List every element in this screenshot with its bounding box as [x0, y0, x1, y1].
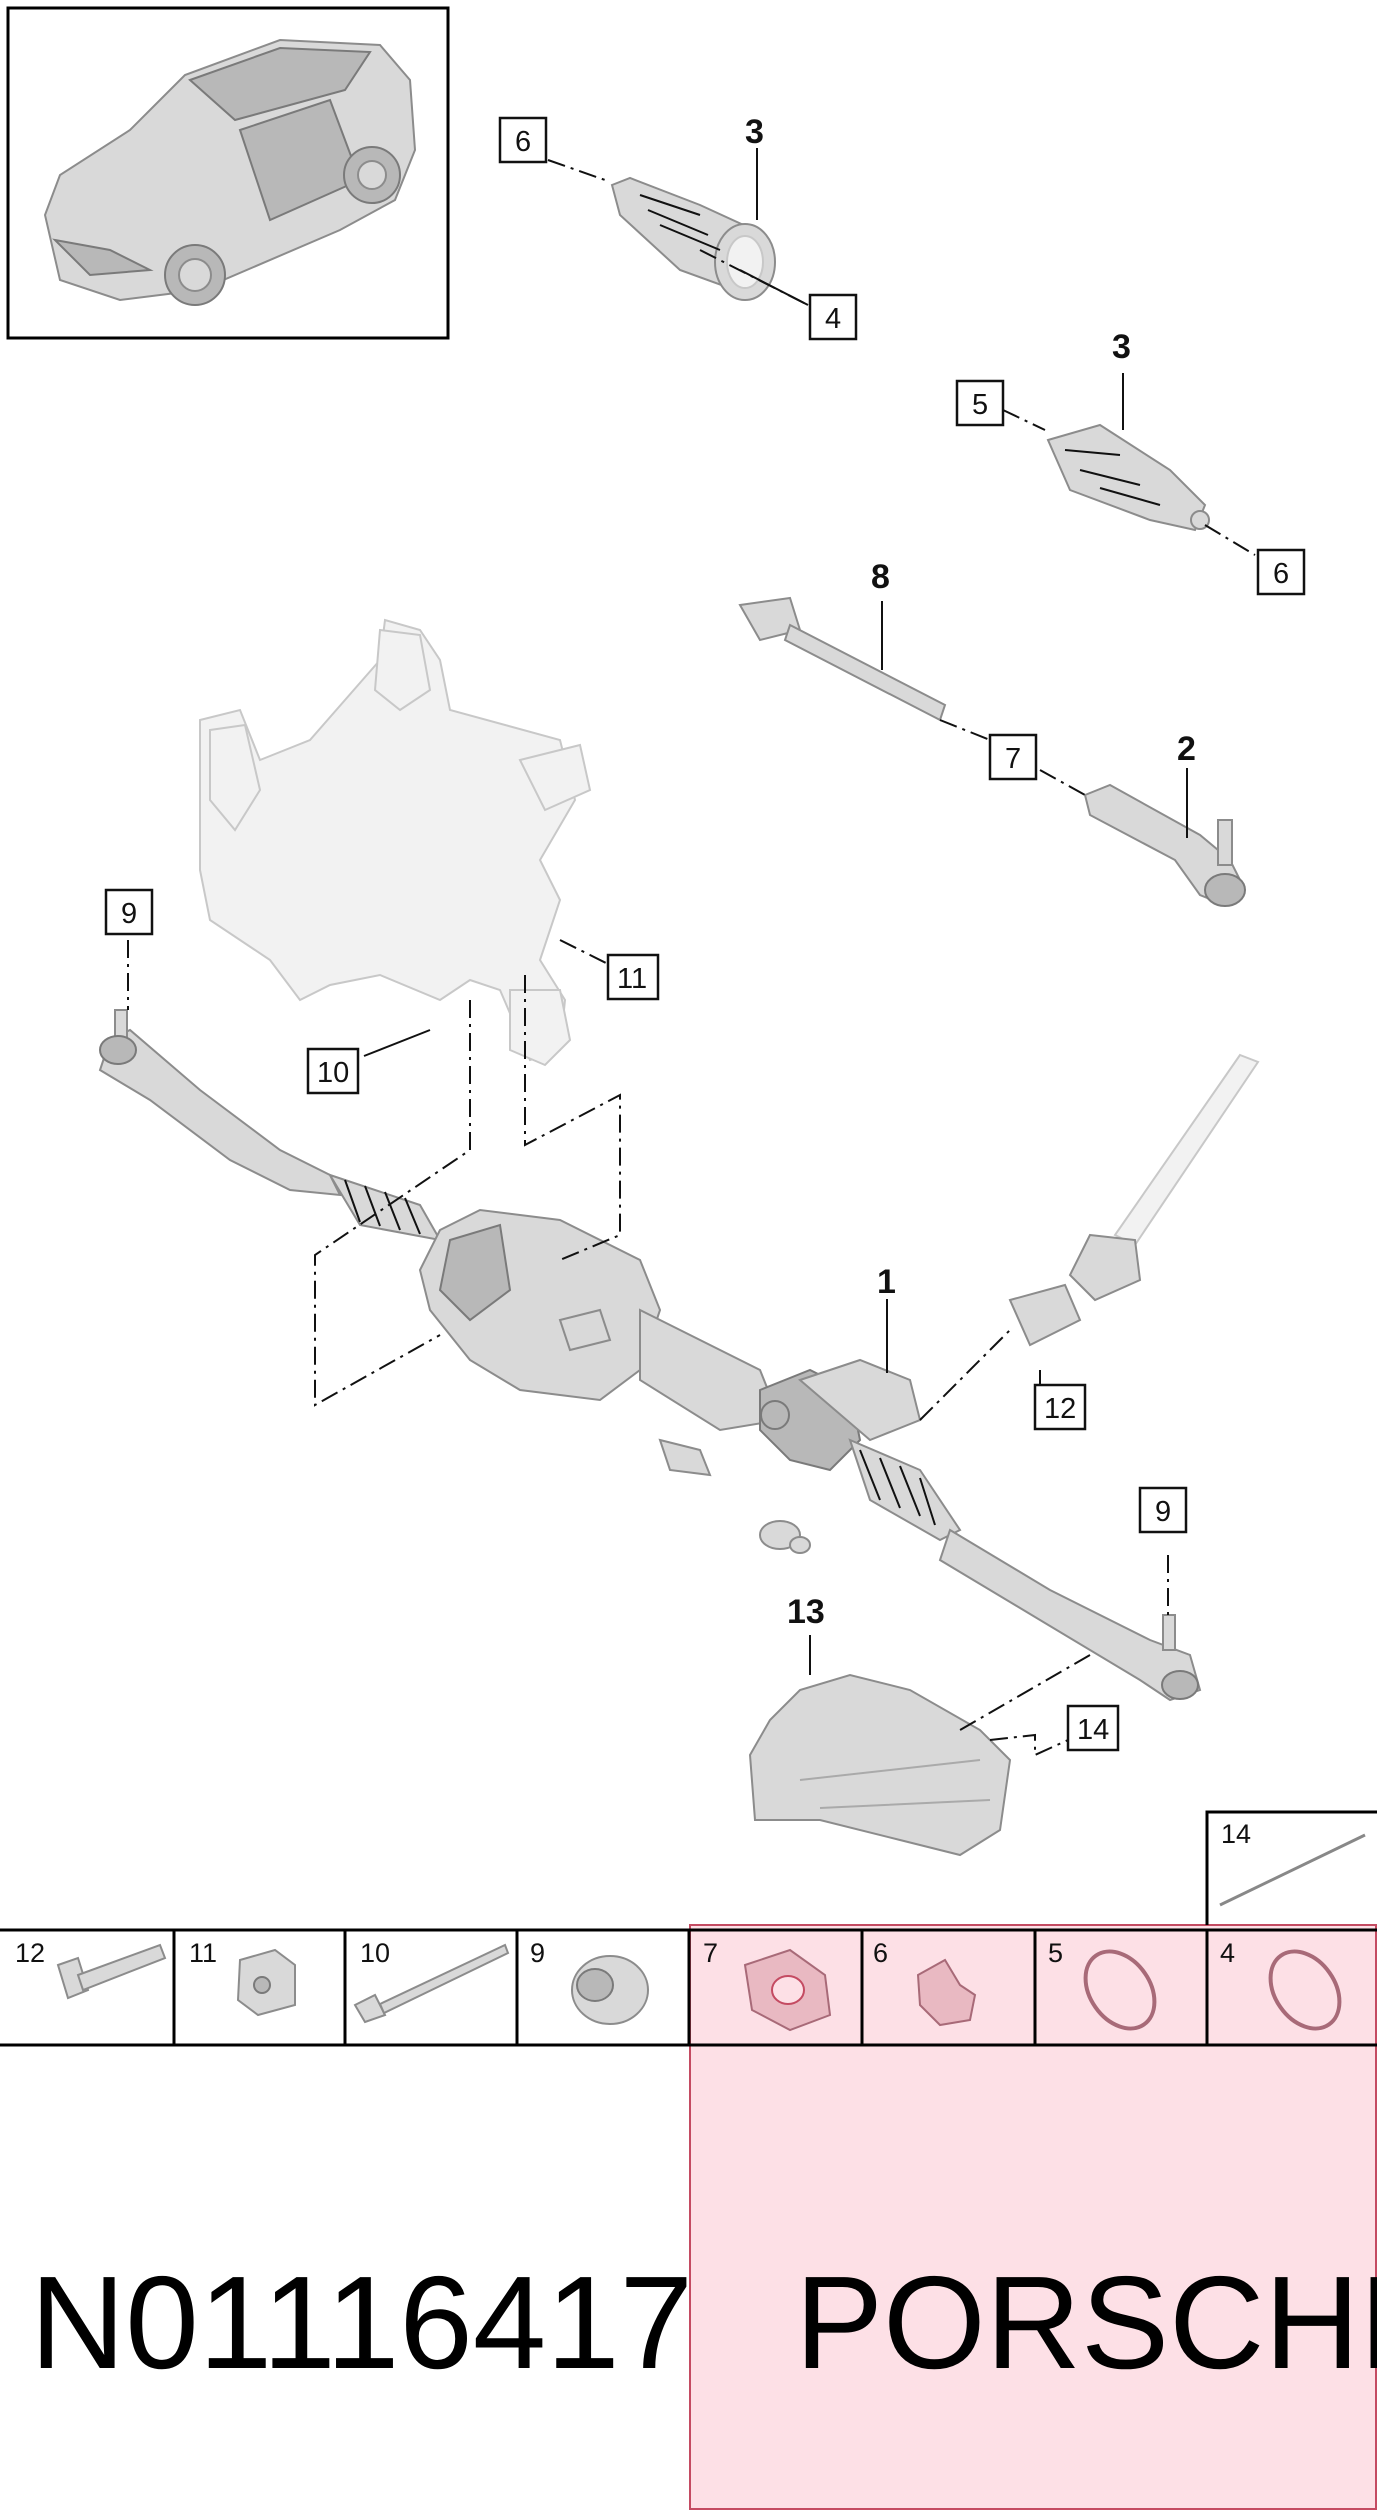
svg-text:6: 6	[515, 126, 531, 158]
svg-text:6: 6	[873, 1938, 888, 1968]
boxed-callout-11: 11	[606, 953, 660, 1001]
boxed-callout-6-top: 6	[498, 116, 548, 164]
callout-3-lower: 3	[1112, 328, 1131, 366]
table-cell-10: 10	[353, 1938, 510, 2024]
bellows-boot-upper	[610, 176, 776, 301]
callout-1: 1	[877, 1263, 896, 1301]
table-cell-12: 12	[15, 1938, 167, 2000]
svg-text:12: 12	[15, 1938, 45, 1968]
inner-tie-rod	[738, 596, 947, 722]
vehicle-thumbnail	[6, 6, 450, 340]
table-cell-9: 9	[530, 1938, 649, 2025]
svg-text:7: 7	[1005, 743, 1021, 775]
svg-text:9: 9	[530, 1938, 545, 1968]
svg-text:7: 7	[703, 1938, 718, 1968]
callout-13: 13	[787, 1593, 825, 1631]
svg-text:4: 4	[825, 303, 841, 335]
table-cell-4: 4	[1220, 1938, 1342, 2031]
callout-leaders	[363, 148, 1188, 1675]
boxed-callout-7: 7	[988, 733, 1038, 781]
svg-text:10: 10	[360, 1938, 390, 1968]
boxed-callout-12: 12	[1033, 1383, 1087, 1431]
table-cell-7: 7	[703, 1938, 832, 2032]
boxed-callout-10: 10	[306, 1047, 360, 1095]
svg-text:14: 14	[1077, 1714, 1109, 1746]
table-cell-6: 6	[873, 1938, 977, 2027]
subframe	[199, 618, 592, 1067]
table-cell-5: 5	[1048, 1938, 1157, 2031]
svg-text:5: 5	[1048, 1938, 1063, 1968]
shield-cover	[748, 1673, 1012, 1857]
boxed-callout-6-right: 6	[1256, 548, 1306, 596]
brand-name: PORSCHE	[795, 2249, 1377, 2396]
parts-table	[0, 1810, 1377, 2047]
table-cell-11: 11	[189, 1938, 296, 2017]
boxed-callout-5: 5	[955, 379, 1005, 427]
svg-text:5: 5	[972, 389, 988, 421]
outer-tie-rod-end	[1083, 783, 1246, 907]
svg-text:11: 11	[189, 1938, 217, 1968]
boxed-callout-14: 14	[1066, 1704, 1120, 1752]
steering-rack	[98, 1009, 1202, 1702]
steering-shaft	[1008, 1053, 1260, 1347]
svg-text:10: 10	[317, 1057, 349, 1089]
svg-text:4: 4	[1220, 1938, 1235, 1968]
svg-text:11: 11	[617, 963, 647, 995]
callout-8: 8	[871, 558, 890, 596]
boxed-callout-9-left: 9	[104, 888, 154, 936]
svg-text:9: 9	[1155, 1496, 1171, 1528]
callout-2: 2	[1177, 730, 1196, 768]
bellows-boot-lower	[1046, 423, 1210, 532]
boxed-callout-4: 4	[808, 293, 858, 341]
boxed-callout-9-right: 9	[1138, 1486, 1188, 1534]
table-cell-14: 14	[1219, 1819, 1366, 1907]
svg-text:6: 6	[1273, 558, 1289, 590]
svg-text:9: 9	[121, 898, 137, 930]
svg-text:12: 12	[1044, 1393, 1076, 1425]
svg-text:14: 14	[1221, 1819, 1251, 1849]
part-number: N01116417	[30, 2249, 693, 2396]
callout-3-upper: 3	[745, 113, 764, 151]
